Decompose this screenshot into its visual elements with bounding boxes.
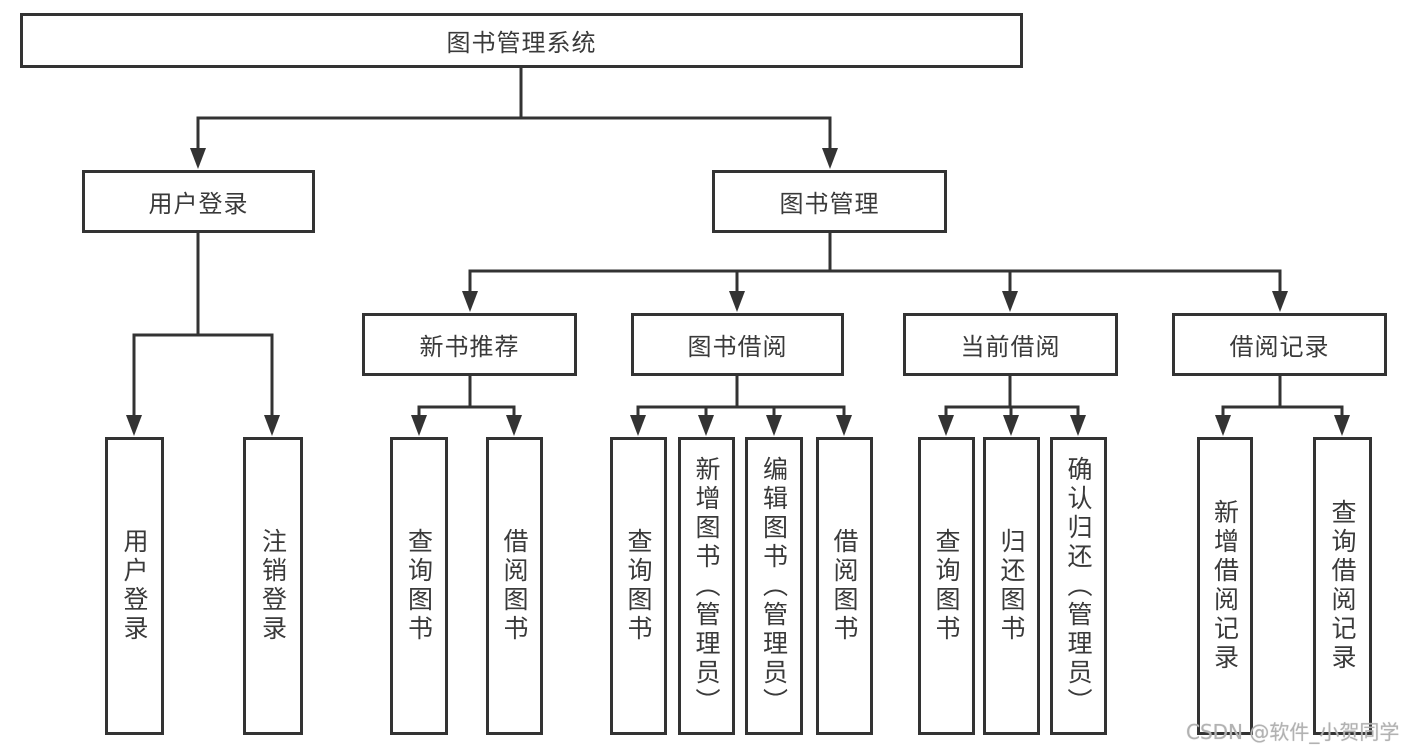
- leaf-borrow-edit-label: 编辑图书（管理员）: [759, 455, 789, 717]
- node-book-mgmt: 图书管理: [712, 170, 947, 233]
- leaf-current-return-label: 归还图书: [997, 528, 1026, 644]
- leaf-current-confirm: 确认归还（管理员）: [1050, 437, 1107, 735]
- leaf-record-query: 查询借阅记录: [1313, 437, 1372, 735]
- leaf-current-confirm-label: 确认归还（管理员）: [1064, 455, 1093, 717]
- leaf-borrow-add: 新增图书（管理员）: [678, 437, 735, 735]
- node-user-login: 用户登录: [82, 170, 315, 233]
- leaf-borrow-query-label: 查询图书: [624, 528, 653, 644]
- leaf-user-login-label: 用户登录: [120, 528, 149, 644]
- node-new-book-rec-label: 新书推荐: [419, 333, 520, 361]
- leaf-record-add-label: 新增借阅记录: [1210, 499, 1240, 673]
- leaf-record-query-label: 查询借阅记录: [1328, 499, 1357, 673]
- node-current-borrow: 当前借阅: [903, 313, 1118, 376]
- node-borrow-record: 借阅记录: [1172, 313, 1387, 376]
- node-root-label: 图书管理系统: [446, 29, 597, 57]
- leaf-newbook-borrow: 借阅图书: [486, 437, 543, 735]
- node-root: 图书管理系统: [20, 13, 1023, 68]
- node-book-borrow: 图书借阅: [631, 313, 844, 376]
- node-book-borrow-label: 图书借阅: [687, 333, 788, 361]
- node-current-borrow-label: 当前借阅: [960, 333, 1061, 361]
- leaf-newbook-query-label: 查询图书: [404, 528, 434, 644]
- leaf-borrow-borrow: 借阅图书: [816, 437, 873, 735]
- csdn-watermark: CSDN @软件_小贺同学: [1186, 720, 1400, 744]
- leaf-logout: 注销登录: [243, 437, 303, 735]
- leaf-logout-label: 注销登录: [258, 528, 288, 644]
- leaf-current-query: 查询图书: [918, 437, 975, 735]
- leaf-borrow-borrow-label: 借阅图书: [830, 528, 859, 644]
- leaf-user-login: 用户登录: [105, 437, 164, 735]
- leaf-newbook-borrow-label: 借阅图书: [500, 528, 529, 644]
- node-book-mgmt-label: 图书管理: [779, 190, 880, 218]
- leaf-borrow-query: 查询图书: [610, 437, 667, 735]
- node-new-book-rec: 新书推荐: [362, 313, 577, 376]
- node-borrow-record-label: 借阅记录: [1229, 333, 1330, 361]
- leaf-record-add: 新增借阅记录: [1197, 437, 1253, 735]
- leaf-current-return: 归还图书: [983, 437, 1040, 735]
- node-user-login-label: 用户登录: [148, 190, 249, 218]
- leaf-borrow-add-label: 新增图书（管理员）: [692, 455, 721, 717]
- leaf-newbook-query: 查询图书: [390, 437, 448, 735]
- leaf-current-query-label: 查询图书: [932, 528, 961, 644]
- leaf-borrow-edit: 编辑图书（管理员）: [745, 437, 803, 735]
